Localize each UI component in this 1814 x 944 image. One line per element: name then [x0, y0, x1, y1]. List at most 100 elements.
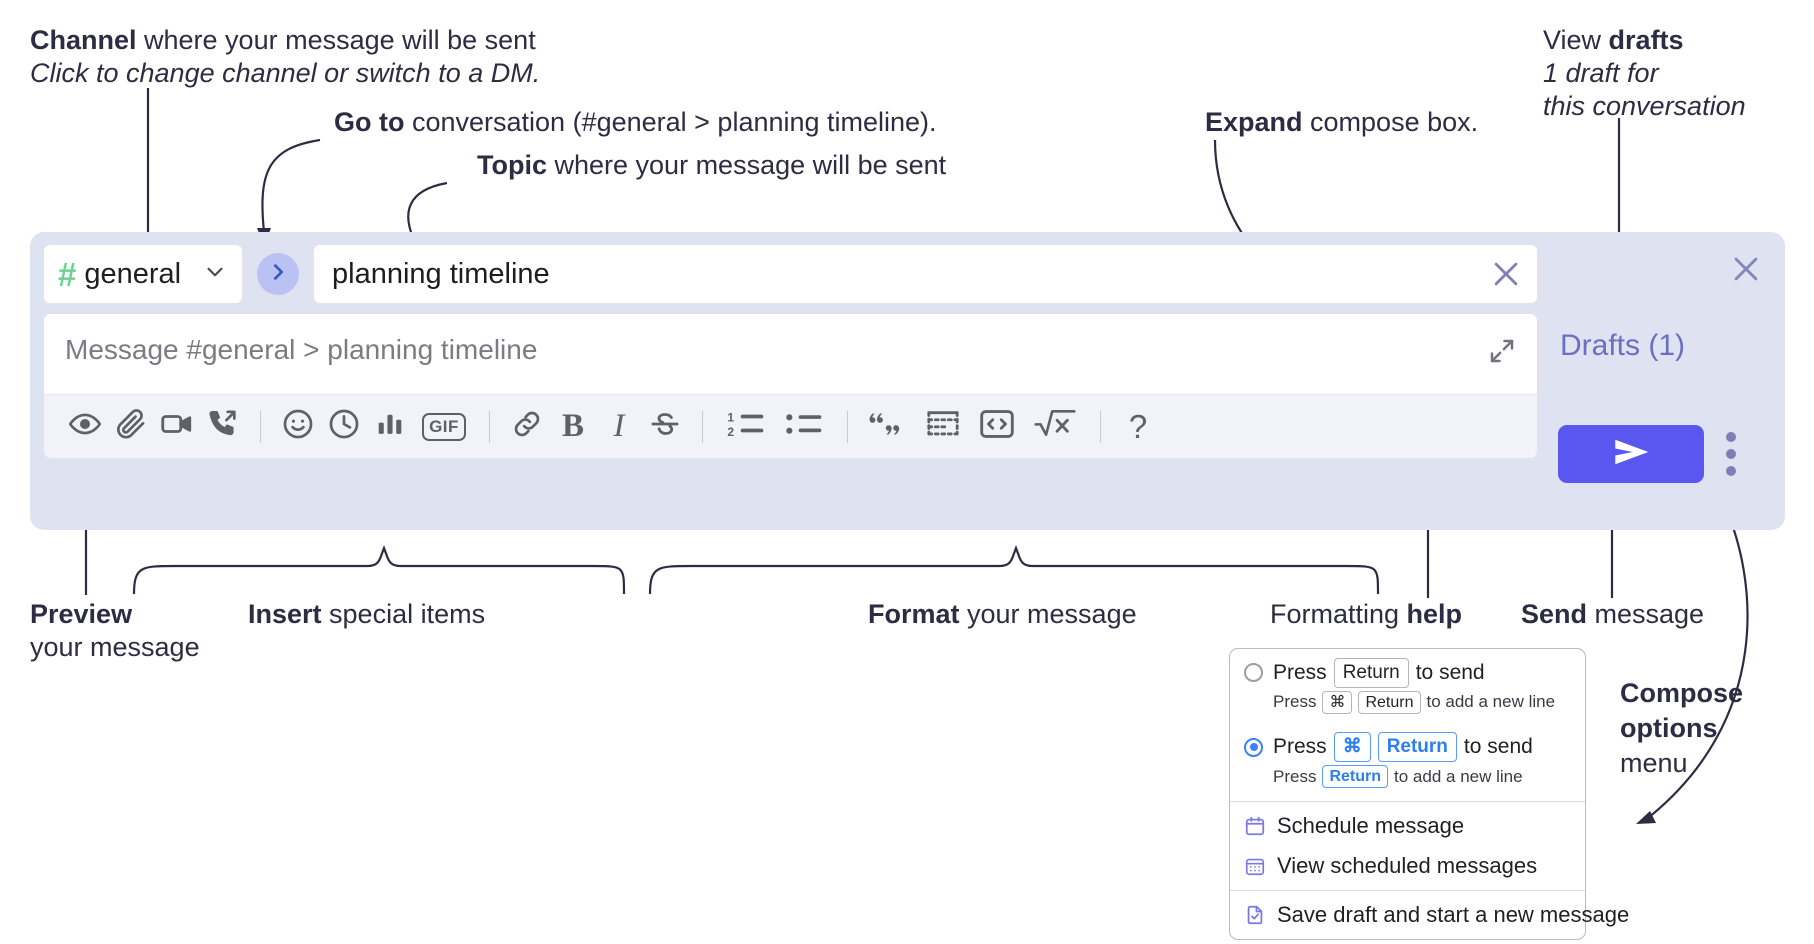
- close-compose-icon[interactable]: [1729, 252, 1763, 291]
- attach-button[interactable]: [108, 404, 154, 450]
- ordered-list-icon: 1 2: [726, 407, 766, 446]
- preview-button[interactable]: [62, 404, 108, 450]
- menu-divider-2: [1230, 890, 1585, 892]
- chevron-down-icon: [202, 259, 228, 290]
- video-button[interactable]: [154, 404, 200, 450]
- hash-icon: #: [58, 255, 76, 293]
- kebab-dot-2: [1726, 449, 1736, 459]
- menu-item-view-scheduled-label: View scheduled messages: [1277, 853, 1538, 879]
- annotation-expand-rest: compose box.: [1302, 107, 1479, 137]
- menu-item-save-draft-label: Save draft and start a new message: [1277, 902, 1630, 928]
- bullet-list-button[interactable]: [775, 404, 833, 450]
- key-return-3: Return: [1377, 732, 1457, 762]
- annotation-channel-bold: Channel: [30, 25, 137, 55]
- kebab-dot-3: [1726, 466, 1736, 476]
- annotation-send-bold: Send: [1521, 599, 1588, 629]
- annotation-channel-rest: where your message will be sent: [136, 25, 536, 55]
- message-compose-area: Message #general > planning timeline: [43, 313, 1538, 459]
- annotation-insert: Insert special items: [248, 598, 485, 631]
- annotation-preview: Preview your message: [30, 598, 200, 664]
- menu-item-schedule-message[interactable]: Schedule message: [1230, 806, 1585, 846]
- compose-header-row: # general planning timeline: [43, 244, 1538, 304]
- emoji-button[interactable]: [275, 404, 321, 450]
- menu-option-1-press: Press: [1273, 660, 1327, 684]
- menu-option-1-tail: to send: [1415, 660, 1485, 684]
- video-camera-icon: [159, 406, 195, 447]
- key-return-2: Return: [1358, 690, 1421, 715]
- send-button[interactable]: [1558, 425, 1704, 483]
- chevron-right-icon: [267, 261, 289, 288]
- close-icon[interactable]: [1489, 257, 1523, 291]
- math-button[interactable]: [1024, 404, 1086, 450]
- menu-item-view-scheduled[interactable]: View scheduled messages: [1230, 846, 1585, 886]
- annotation-drafts-bold: drafts: [1608, 25, 1684, 55]
- formatting-toolbar: GIF B I: [44, 394, 1537, 458]
- radio-selected-icon[interactable]: [1244, 737, 1263, 757]
- inline-code-button[interactable]: [970, 404, 1024, 450]
- topic-input[interactable]: planning timeline: [313, 244, 1538, 304]
- link-button[interactable]: [504, 404, 550, 450]
- annotation-goto: Go to conversation (#general > planning …: [334, 106, 937, 139]
- code-block-icon: [924, 407, 962, 446]
- more-options-icon[interactable]: [1726, 432, 1736, 476]
- channel-selector[interactable]: # general: [43, 244, 243, 304]
- code-block-button[interactable]: [916, 404, 970, 450]
- code-brackets-icon: [978, 407, 1016, 446]
- annotation-drafts-italic1: 1 draft for: [1543, 57, 1659, 88]
- toolbar-divider-3: [702, 410, 703, 443]
- reminder-button[interactable]: [321, 404, 367, 450]
- eye-icon: [68, 407, 102, 446]
- quote-button[interactable]: [862, 404, 916, 450]
- toolbar-divider-2: [489, 410, 490, 443]
- annotation-channel-italic: Click to change channel or switch to a D…: [30, 57, 541, 88]
- message-input[interactable]: Message #general > planning timeline: [44, 314, 1537, 394]
- menu-option-1-sub-press: Press: [1273, 692, 1317, 712]
- menu-option-1-sub-tail: to add a new line: [1426, 692, 1556, 712]
- annotation-send: Send message: [1521, 598, 1704, 631]
- menu-option-2-text: Press ⌘ Return to send: [1273, 732, 1533, 762]
- italic-icon: I: [613, 408, 625, 444]
- gif-button[interactable]: GIF: [413, 404, 475, 450]
- question-mark-icon: ?: [1128, 407, 1148, 445]
- gif-icon: GIF: [422, 412, 466, 441]
- annotation-insert-rest: special items: [321, 599, 486, 629]
- annotation-goto-bold: Go to: [334, 107, 405, 137]
- svg-text:1: 1: [727, 410, 734, 424]
- bold-button[interactable]: B: [550, 404, 596, 450]
- expand-icon[interactable]: [1487, 336, 1517, 371]
- save-draft-icon: [1244, 904, 1266, 926]
- annotation-topic: Topic where your message will be sent: [477, 149, 946, 182]
- annotation-drafts-pre: View: [1543, 25, 1609, 55]
- key-return-4: Return: [1322, 764, 1389, 789]
- menu-divider-1: [1230, 801, 1585, 803]
- annotation-expand: Expand compose box.: [1205, 106, 1478, 139]
- menu-option-return-to-send[interactable]: Press Return to send: [1230, 649, 1585, 691]
- radio-unselected-icon[interactable]: [1244, 663, 1263, 683]
- help-button[interactable]: ?: [1115, 404, 1161, 450]
- annotation-format: Format your message: [868, 598, 1137, 631]
- italic-button[interactable]: I: [596, 404, 642, 450]
- menu-item-save-draft[interactable]: Save draft and start a new message: [1230, 895, 1629, 939]
- toolbar-divider-4: [847, 410, 848, 443]
- bold-icon: B: [561, 408, 584, 444]
- channel-name-label: general: [84, 257, 182, 290]
- phone-arrow-icon: [206, 407, 240, 446]
- menu-option-2-sub-tail: to add a new line: [1394, 766, 1523, 786]
- menu-option-cmd-return-to-send[interactable]: Press ⌘ Return to send: [1230, 723, 1585, 765]
- topic-value: planning timeline: [332, 257, 550, 290]
- kebab-dot-1: [1726, 432, 1736, 442]
- message-placeholder: Message #general > planning timeline: [65, 334, 538, 365]
- strikethrough-icon: [648, 407, 682, 446]
- toolbar-divider-1: [260, 410, 261, 443]
- strikethrough-button[interactable]: [642, 404, 688, 450]
- ordered-list-button[interactable]: 1 2: [717, 404, 775, 450]
- poll-button[interactable]: [367, 404, 413, 450]
- annotation-drafts-italic2: this conversation: [1543, 90, 1746, 121]
- clock-icon: [327, 407, 361, 446]
- drafts-link[interactable]: Drafts (1): [1560, 329, 1686, 362]
- quote-icon: [869, 407, 909, 446]
- call-button[interactable]: [200, 404, 246, 450]
- goto-conversation-button[interactable]: [257, 253, 299, 295]
- send-paper-plane-icon: [1609, 434, 1653, 475]
- compose-right-rail: Drafts (1): [1538, 232, 1785, 530]
